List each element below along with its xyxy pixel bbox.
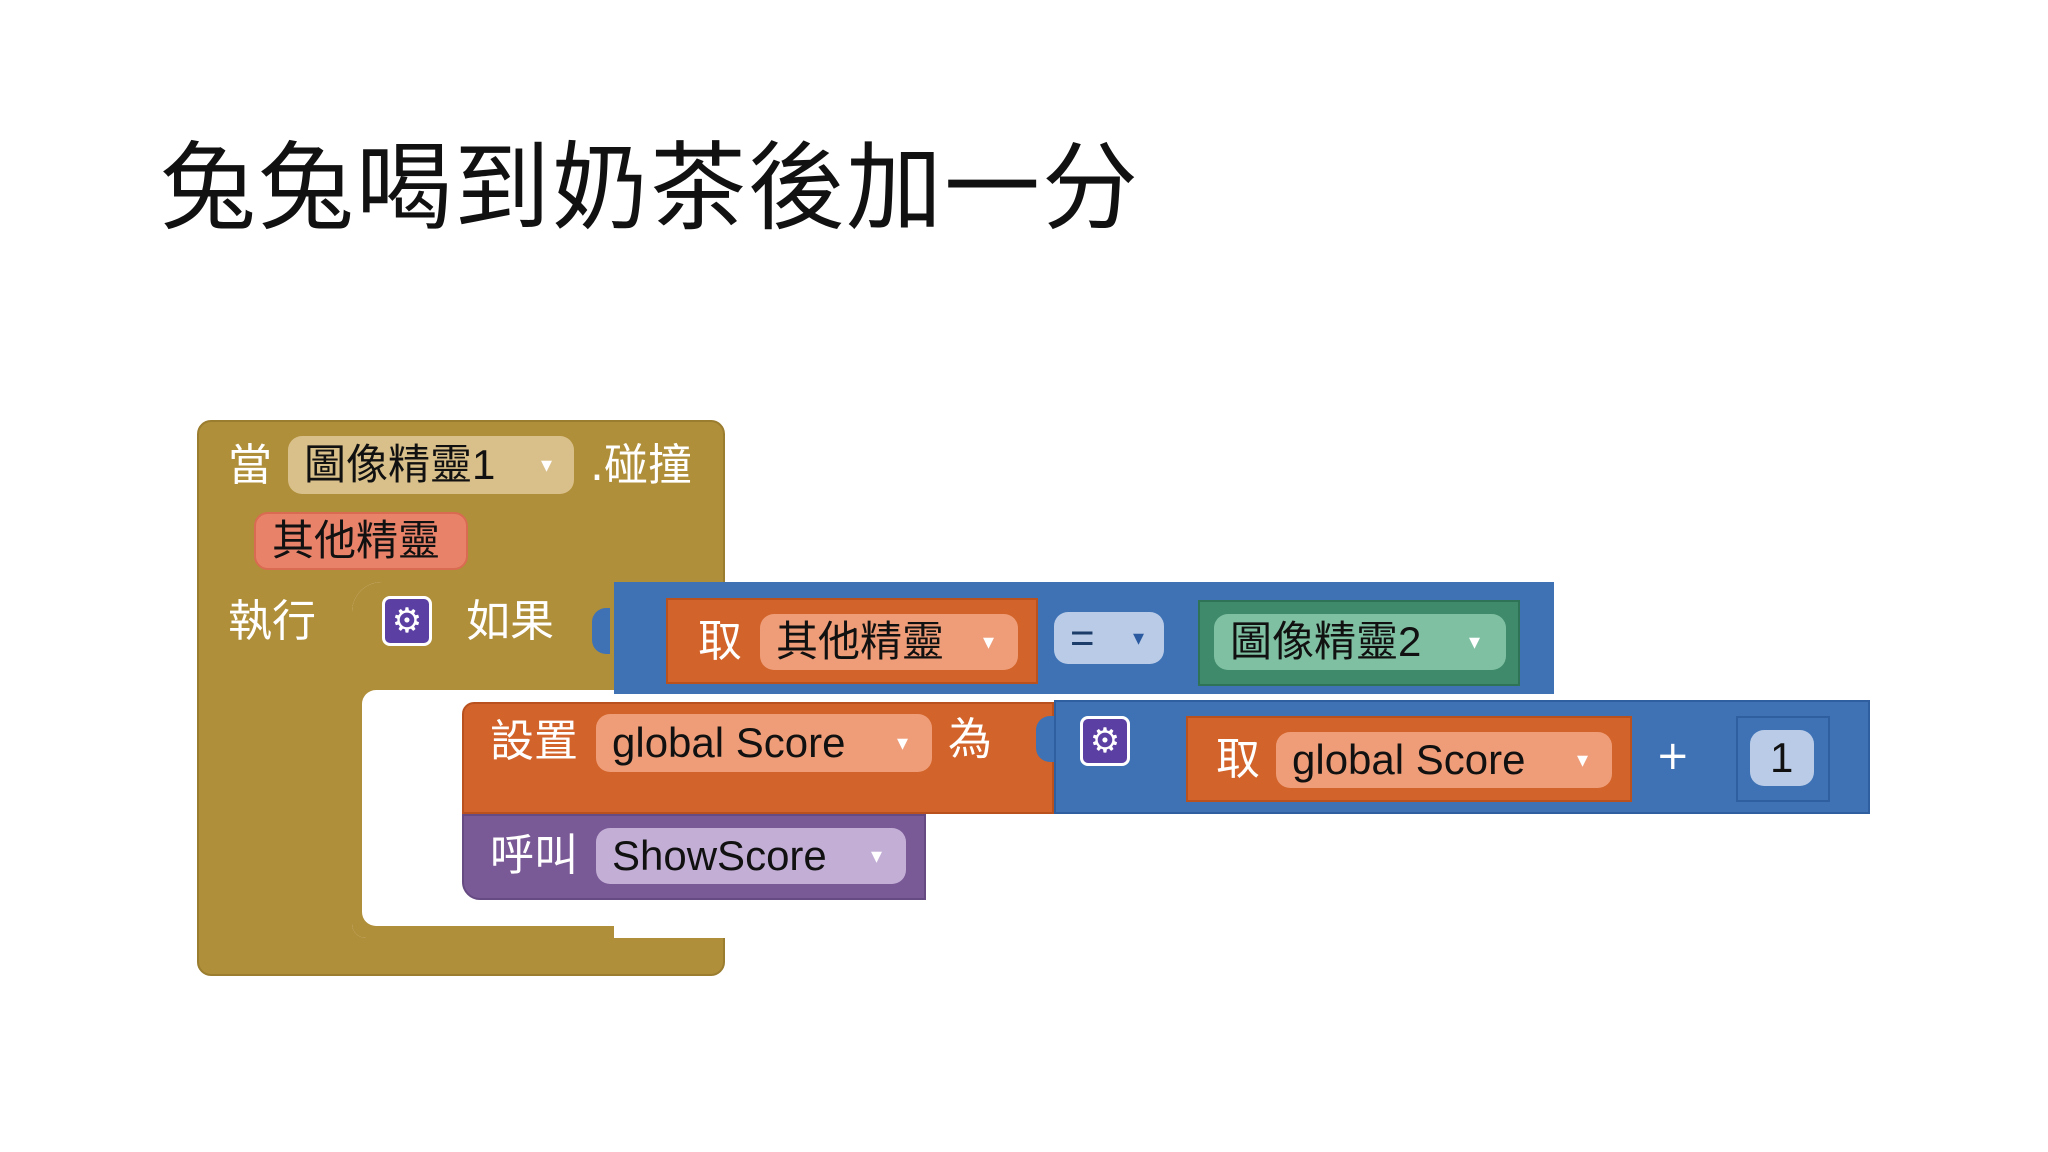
compare-component-dropdown[interactable]: 圖像精靈2 ▾: [1214, 614, 1506, 670]
then-label: 則: [380, 710, 424, 761]
procedure-dropdown[interactable]: ShowScore ▾: [596, 828, 906, 884]
get-score-dropdown[interactable]: global Score ▾: [1276, 732, 1612, 788]
compare-component-label: 圖像精靈2: [1230, 618, 1422, 665]
number-value: 1: [1770, 734, 1794, 781]
component-dropdown[interactable]: 圖像精靈1 ▾: [288, 436, 574, 494]
chevron-down-icon: ▾: [1132, 625, 1144, 650]
operator-label: =: [1070, 614, 1095, 661]
slide-title: 兔兔喝到奶茶後加一分: [160, 132, 1140, 244]
gear-icon[interactable]: ⚙: [382, 596, 432, 646]
chevron-down-icon: ▾: [870, 843, 882, 868]
event-name-label: .碰撞: [590, 440, 692, 491]
chevron-down-icon: ▾: [1468, 629, 1480, 654]
operator-dropdown[interactable]: = ▾: [1054, 612, 1164, 664]
number-field[interactable]: 1: [1750, 730, 1814, 786]
call-label: 呼叫: [490, 830, 578, 881]
chevron-down-icon: ▾: [982, 629, 994, 654]
plus-operator: +: [1656, 733, 1690, 779]
get-score-label: 取: [1216, 734, 1260, 785]
if-label: 如果: [466, 596, 554, 647]
chevron-down-icon: ▾: [1576, 747, 1588, 772]
chevron-down-icon: ▾: [896, 730, 908, 755]
value-socket: [1036, 716, 1054, 762]
set-var-dropdown[interactable]: global Score ▾: [596, 714, 932, 772]
get-label: 取: [698, 616, 742, 667]
procedure-label: ShowScore: [612, 832, 827, 879]
gear-icon[interactable]: ⚙: [1080, 716, 1130, 766]
to-label: 為: [948, 714, 992, 765]
set-label: 設置: [490, 716, 578, 767]
component-dropdown-label: 圖像精靈1: [304, 441, 496, 488]
chevron-down-icon: ▾: [540, 452, 552, 477]
param-label: 其他精靈: [272, 517, 441, 564]
get-score-var-label: global Score: [1292, 736, 1526, 783]
event-when-label: 當: [228, 440, 272, 491]
event-do-label: 執行: [228, 596, 316, 647]
get-var-label: 其他精靈: [776, 618, 945, 665]
param-other-sprite[interactable]: 其他精靈: [254, 512, 468, 570]
get-var-dropdown[interactable]: 其他精靈 ▾: [760, 614, 1018, 670]
condition-socket: [592, 608, 610, 654]
set-var-label: global Score: [612, 719, 846, 766]
